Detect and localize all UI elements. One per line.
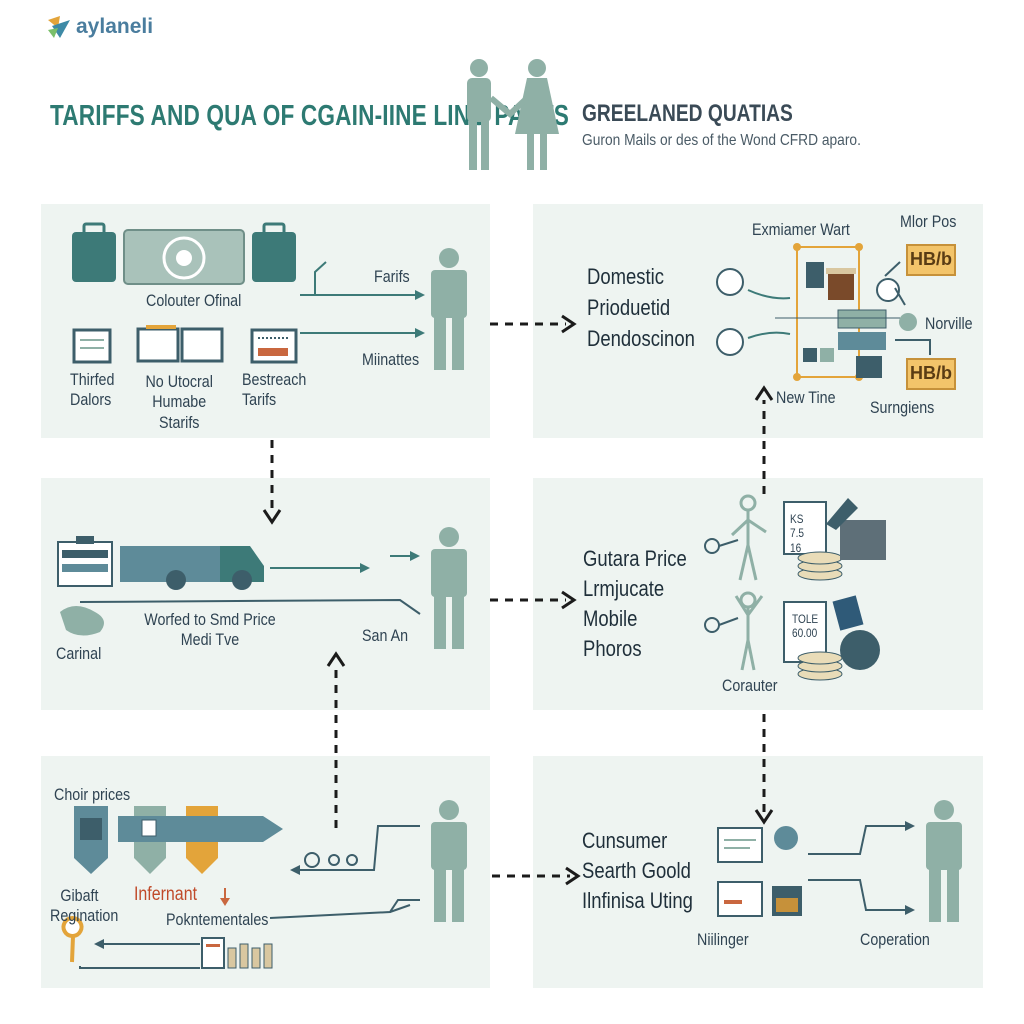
panel-gutara <box>533 478 983 710</box>
label-colouter-ofinal: Colouter Ofinal <box>146 291 242 310</box>
section-title: GREELANED QUATIAS <box>582 100 793 127</box>
cunsumer-line-1: Cunsumer <box>582 828 668 853</box>
domestic-line-3: Dendoscinon <box>587 326 695 351</box>
brand-name: aylaneli <box>76 15 154 38</box>
label-pokntementales: Pokntementales <box>166 910 269 929</box>
label-new-tine: New Tine <box>776 388 836 407</box>
label-no-utocral: No Utocral Humabe Starifs <box>145 372 213 432</box>
container-icons <box>70 220 300 290</box>
label-coperation: Coperation <box>860 930 930 949</box>
domestic-line-2: Prioduetid <box>587 295 671 320</box>
gutara-line-2: Lrmjucate <box>583 576 665 601</box>
person-icon <box>431 527 467 649</box>
label-niilinger: Niilinger <box>697 930 749 949</box>
couple-icon <box>455 58 565 173</box>
gutara-line-4: Phoros <box>583 636 642 661</box>
section-subtitle: Guron Mails or des of the Wond CFRD apar… <box>582 132 861 149</box>
label-thirfed: Thirfed Dalors <box>70 370 115 410</box>
tag-hbb-2: HB/b <box>906 358 956 390</box>
person-icon <box>431 800 467 922</box>
label-infernant: Infernant <box>134 884 197 905</box>
label-exmiamer-wart: Exmiamer Wart <box>752 220 850 239</box>
gutara-line-1: Gutara Price <box>583 546 687 571</box>
label-norville: Norville <box>925 314 973 333</box>
label-gibaft: Gibaft Regination <box>50 886 119 926</box>
doc-ks: KS 7.5 16 <box>790 512 805 555</box>
panel-worfed <box>41 478 490 710</box>
label-surngiens: Surngiens <box>870 398 935 417</box>
person-icon <box>431 248 467 370</box>
label-san-an: San An <box>362 626 409 645</box>
label-miinattes: Miinattes <box>362 350 420 369</box>
domestic-line-1: Domestic <box>587 264 665 289</box>
label-choir-prices: Choir prices <box>54 785 131 804</box>
label-farifs: Farifs <box>374 267 410 286</box>
person-icon <box>926 800 962 922</box>
doc-icon-2 <box>136 325 226 365</box>
label-mlor-pos: Mlor Pos <box>900 212 957 231</box>
brand-logo-icon <box>48 16 74 38</box>
panel-cunsumer <box>533 756 983 988</box>
cunsumer-line-3: Ilnfinisa Uting <box>582 888 693 913</box>
doc-icon-1 <box>72 328 112 364</box>
doc-icon-3 <box>250 328 298 364</box>
cunsumer-line-2: Searth Goold <box>582 858 691 883</box>
gutara-line-3: Mobile <box>583 606 638 631</box>
tag-hbb-1: HB/b <box>906 244 956 276</box>
label-bestreach: Bestreach Tarifs <box>242 370 307 410</box>
label-carinal: Carinal <box>56 644 102 663</box>
label-corauter: Corauter <box>722 676 778 695</box>
doc-tole: TOLE 60.00 <box>792 612 819 641</box>
label-worfed: Worfed to Smd Price Medi Tve <box>144 610 276 650</box>
